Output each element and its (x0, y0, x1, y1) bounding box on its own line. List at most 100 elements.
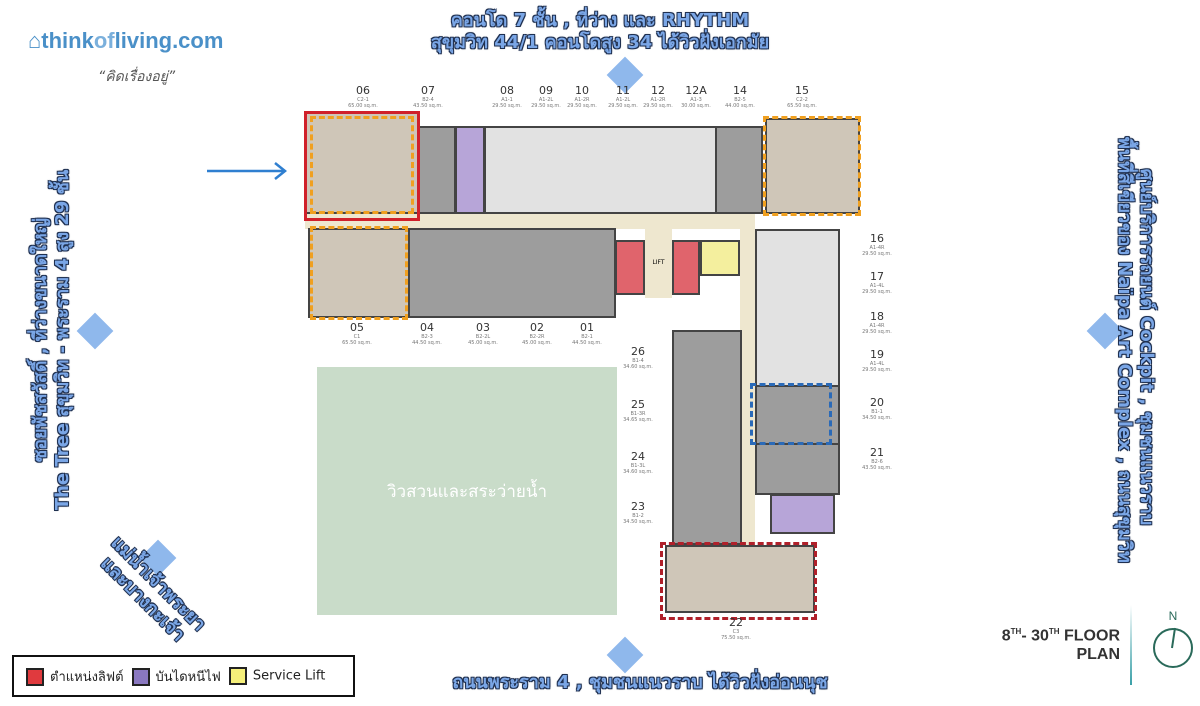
unit-no: 07 (421, 84, 435, 97)
unit-type: B1-3R (630, 411, 646, 417)
unit-07[interactable] (418, 126, 456, 214)
unit-type: B2-4 (422, 97, 434, 103)
highlight-unit-20 (750, 383, 832, 445)
unit-no: 05 (350, 321, 364, 334)
caption-left: ซอยพัชสวัสดิ์ , ที่ว่างขนาดใหญ่The Tree … (30, 169, 73, 511)
unit-no: 06 (356, 84, 370, 97)
unit-20[interactable] (755, 385, 840, 445)
unit-type: A1-4L (869, 283, 885, 289)
unit-area: 29.50 sq.m. (531, 103, 561, 109)
units-08-12a[interactable] (484, 126, 717, 214)
unit-type: A1-1 (501, 97, 513, 103)
unit-area: 43.50 sq.m. (413, 103, 443, 109)
passenger-lift (615, 240, 645, 295)
unit-area: 34.60 sq.m. (623, 469, 653, 475)
unit-area: 44.50 sq.m. (572, 340, 602, 346)
unit-area: 45.00 sq.m. (468, 340, 498, 346)
unit-type: A1-3 (690, 97, 702, 103)
caption-southwest: แม่น้ำเจ้าพระยาและบางกะเจ้า (96, 532, 210, 646)
unit-area: 65.00 sq.m. (348, 103, 378, 109)
unit-area: 29.50 sq.m. (643, 103, 673, 109)
unit-area: 34.50 sq.m. (623, 519, 653, 525)
floor-plan-title: 8TH- 30TH FLOOR PLAN (1001, 627, 1120, 664)
highlight-unit-06 (304, 111, 420, 221)
fire-stair (455, 126, 485, 214)
unit-22[interactable] (665, 545, 815, 613)
unit-15[interactable] (765, 118, 860, 214)
unit-area: 44.50 sq.m. (412, 340, 442, 346)
unit-type: C2-1 (357, 97, 369, 103)
corridor (740, 213, 755, 548)
units-23-26[interactable] (672, 330, 742, 545)
north-compass-icon: N (1153, 609, 1193, 668)
legend: ตำแหน่งลิฟต์ บันไดหนีไฟ Service Lift (12, 655, 355, 697)
red-swatch-icon (26, 668, 44, 686)
unit-area: 29.50 sq.m. (862, 329, 892, 335)
direction-marker-south (606, 636, 644, 674)
direction-marker-west (76, 312, 114, 350)
unit-type: B2-3 (421, 334, 433, 340)
unit-no: 01 (580, 321, 594, 334)
units-04-01[interactable] (408, 228, 616, 318)
legend-item-fire-stair: บันไดหนีไฟ (131, 666, 221, 687)
unit-05[interactable] (308, 228, 410, 318)
unit-type: A1-4R (869, 323, 885, 329)
unit-21[interactable] (755, 443, 840, 495)
units-16-19[interactable] (755, 229, 840, 387)
north-label: N (1169, 609, 1178, 623)
highlight-corner (310, 116, 414, 214)
unit-area: 29.50 sq.m. (862, 289, 892, 295)
unit-type: B2-2R (529, 334, 545, 340)
highlight-unit-22 (660, 542, 817, 620)
unit-area: 29.50 sq.m. (608, 103, 638, 109)
unit-no: 17 (870, 270, 884, 283)
garden-pool-view: วิวสวนและสระว่ายน้ำ (317, 367, 617, 615)
unit-type: C2-2 (796, 97, 808, 103)
unit-no: 26 (631, 345, 645, 358)
unit-area: 75.50 sq.m. (721, 635, 751, 641)
unit-type: C3 (732, 629, 740, 635)
unit-no: 22 (729, 616, 743, 629)
unit-no: 19 (870, 348, 884, 361)
unit-14[interactable] (715, 126, 763, 214)
unit-no: 15 (795, 84, 809, 97)
unit-no: 10 (575, 84, 589, 97)
passenger-lift (672, 240, 700, 295)
legend-item-lift: ตำแหน่งลิฟต์ (26, 666, 124, 687)
unit-area: 34.65 sq.m. (623, 417, 653, 423)
highlight-corner (763, 116, 861, 216)
caption-bottom: ถนนพระราม 4 , ชุมชนแนวราบ ได้วิวฝั่งอ่อน… (452, 672, 828, 693)
unit-area: 29.50 sq.m. (862, 251, 892, 257)
unit-area: 34.50 sq.m. (862, 415, 892, 421)
unit-no: 11 (616, 84, 630, 97)
unit-area: 43.50 sq.m. (862, 465, 892, 471)
caption-right: ศูนย์บริการรถยนต์ Cockpit , ชุมชนแนวราบพ… (1114, 137, 1157, 563)
fire-stair (770, 494, 835, 534)
unit-no: 14 (733, 84, 747, 97)
unit-area: 65.50 sq.m. (787, 103, 817, 109)
highlight-corner (310, 226, 408, 320)
unit-area: 45.00 sq.m. (522, 340, 552, 346)
unit-no: 21 (870, 446, 884, 459)
unit-no: 23 (631, 500, 645, 513)
unit-no: 18 (870, 310, 884, 323)
unit-type: B1-3L (630, 463, 646, 469)
unit-area: 29.50 sq.m. (862, 367, 892, 373)
unit-area: 30.00 sq.m. (681, 103, 711, 109)
